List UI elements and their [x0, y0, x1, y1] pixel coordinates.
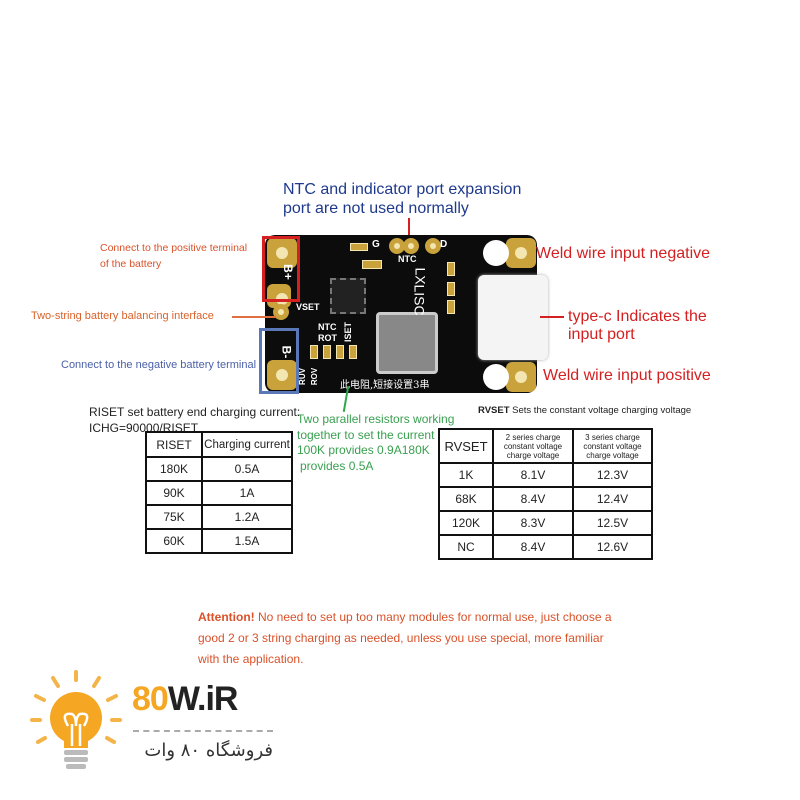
- lightbulb-logo-icon: [28, 668, 124, 780]
- table-cell: 1A: [201, 480, 293, 506]
- table-cell: 8.4V: [492, 486, 574, 512]
- table-cell: 0.5A: [201, 456, 293, 482]
- b-plus-pad: [267, 238, 297, 268]
- typec-port: [478, 275, 548, 360]
- smd-component: [349, 345, 357, 359]
- positive-callout: Connect to the positive terminal of the …: [100, 242, 248, 270]
- table-cell: 120K: [438, 510, 494, 536]
- table-cell: 1K: [438, 462, 494, 488]
- table-cell: 12.6V: [572, 534, 653, 560]
- board-label: NTC: [398, 254, 417, 264]
- vin-pad: [506, 362, 536, 392]
- ntc-pin: [403, 238, 419, 254]
- rvset-title: RVSET Sets the constant voltage charging…: [478, 405, 692, 416]
- mount-hole: [483, 364, 509, 390]
- logo-divider: [133, 730, 273, 732]
- table-cell: 75K: [145, 504, 203, 530]
- inductor: [376, 312, 438, 374]
- table-cell: 8.3V: [492, 510, 574, 536]
- typec-arrow: [540, 316, 564, 318]
- smd-component: [362, 260, 382, 269]
- table-cell: Charging current: [201, 431, 293, 458]
- parallel-resistor-callout: Two parallel resistors working together …: [297, 412, 455, 473]
- balance-arrow: [232, 316, 276, 318]
- table-cell: 12.4V: [572, 486, 653, 512]
- b-minus-pad: [267, 360, 297, 390]
- g-pin: [389, 238, 405, 254]
- ntc-arrow: [408, 218, 410, 238]
- board-label: 此电阻,短接设置3串: [340, 380, 430, 391]
- table-cell: 68K: [438, 486, 494, 512]
- smd-component: [336, 345, 344, 359]
- board-label: ROT: [318, 333, 337, 343]
- table-cell: RVSET: [438, 428, 494, 464]
- table-cell: 60K: [145, 528, 203, 554]
- table-cell: 180K: [145, 456, 203, 482]
- weld-negative-callout: Weld wire input negative: [536, 245, 711, 262]
- smd-component: [350, 243, 368, 251]
- table-cell: 90K: [145, 480, 203, 506]
- persian-tagline: فروشگاه ۸۰ وات: [144, 740, 273, 761]
- table-cell: 12.5V: [572, 510, 653, 536]
- table-cell: 8.1V: [492, 462, 574, 488]
- board-label: LISC: [411, 284, 428, 316]
- smd-component: [310, 345, 318, 359]
- board-label: D: [440, 239, 448, 250]
- brand-logo: 80W.iR: [132, 680, 238, 718]
- board-label: VSET: [296, 302, 320, 312]
- mount-hole: [483, 240, 509, 266]
- board-label: LX: [412, 267, 429, 285]
- attention-note: Attention! No need to set up too many mo…: [198, 610, 612, 666]
- table-cell: 1.5A: [201, 528, 293, 554]
- ntc-callout: NTC and indicator port expansion port ar…: [283, 181, 522, 217]
- table-cell: 2 series charge constant voltage charge …: [492, 428, 574, 464]
- board-label: VIN: [498, 369, 509, 385]
- board-label: RUV: [297, 368, 307, 385]
- smd-component: [447, 262, 455, 276]
- table-cell: 8.4V: [492, 534, 574, 560]
- table-cell: NC: [438, 534, 494, 560]
- smd-component: [323, 345, 331, 359]
- vset-pin: [273, 304, 289, 320]
- table-cell: 1.2A: [201, 504, 293, 530]
- typec-callout: type-c Indicates the input port: [568, 308, 707, 343]
- board-label: G: [372, 239, 380, 250]
- table-cell: RISET: [145, 431, 203, 458]
- negative-highlight-box: [259, 328, 299, 394]
- positive-highlight-box: [262, 236, 300, 302]
- gnd-pad: [506, 238, 536, 268]
- ic-chip: [330, 278, 366, 314]
- negative-callout: Connect to the negative battery terminal: [61, 359, 257, 371]
- table-cell: 3 series charge constant voltage charge …: [572, 428, 653, 464]
- board-label: GND: [493, 241, 503, 261]
- d-pin: [425, 238, 441, 254]
- weld-positive-callout: Weld wire input positive: [543, 367, 711, 384]
- board-label: ROV: [310, 367, 320, 386]
- smd-component: [447, 300, 455, 314]
- board-label: ISET: [343, 321, 354, 343]
- board-label: NTC: [318, 322, 337, 332]
- balance-callout: Two-string battery balancing interface: [31, 310, 214, 322]
- table-cell: 12.3V: [572, 462, 653, 488]
- smd-component: [447, 282, 455, 296]
